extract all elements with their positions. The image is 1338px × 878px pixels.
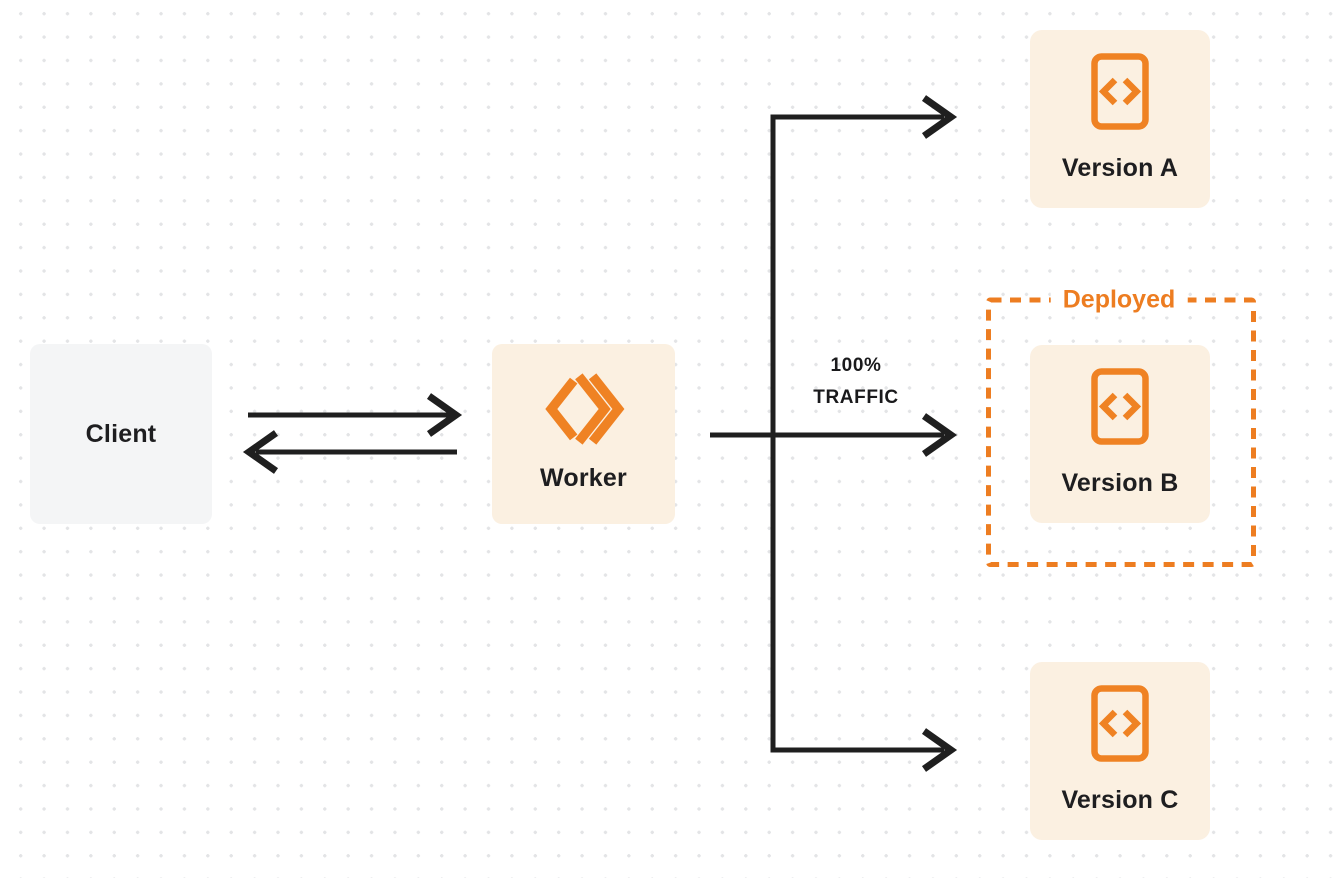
edge-worker-to-client bbox=[242, 430, 457, 474]
code-file-icon bbox=[1091, 368, 1149, 445]
version-a-label: Version A bbox=[1061, 154, 1179, 182]
version-b-label: Version B bbox=[1061, 469, 1179, 497]
code-file-icon bbox=[1091, 685, 1149, 762]
node-version-a: Version A bbox=[1030, 30, 1210, 208]
node-version-c: Version C bbox=[1030, 662, 1210, 840]
traffic-annotation-line2: TRAFFIC bbox=[813, 387, 899, 408]
client-label: Client bbox=[85, 419, 157, 448]
workers-logo-icon bbox=[544, 373, 624, 445]
edge-worker-to-versions bbox=[710, 95, 958, 772]
node-worker: Worker bbox=[492, 344, 675, 524]
deployed-badge-label: Deployed bbox=[1050, 283, 1188, 317]
version-c-label: Version C bbox=[1061, 786, 1179, 814]
traffic-annotation: 100% TRAFFIC bbox=[813, 350, 898, 414]
worker-label: Worker bbox=[540, 464, 627, 492]
node-client: Client bbox=[30, 344, 212, 524]
edge-client-to-worker bbox=[248, 393, 463, 437]
arrowhead-version-c bbox=[921, 728, 958, 772]
code-file-icon bbox=[1091, 53, 1149, 130]
arrowhead-version-b bbox=[921, 413, 958, 457]
node-version-b: Version B bbox=[1030, 345, 1210, 523]
traffic-annotation-line1: 100% bbox=[830, 355, 882, 376]
arrowhead-version-a bbox=[921, 95, 958, 139]
